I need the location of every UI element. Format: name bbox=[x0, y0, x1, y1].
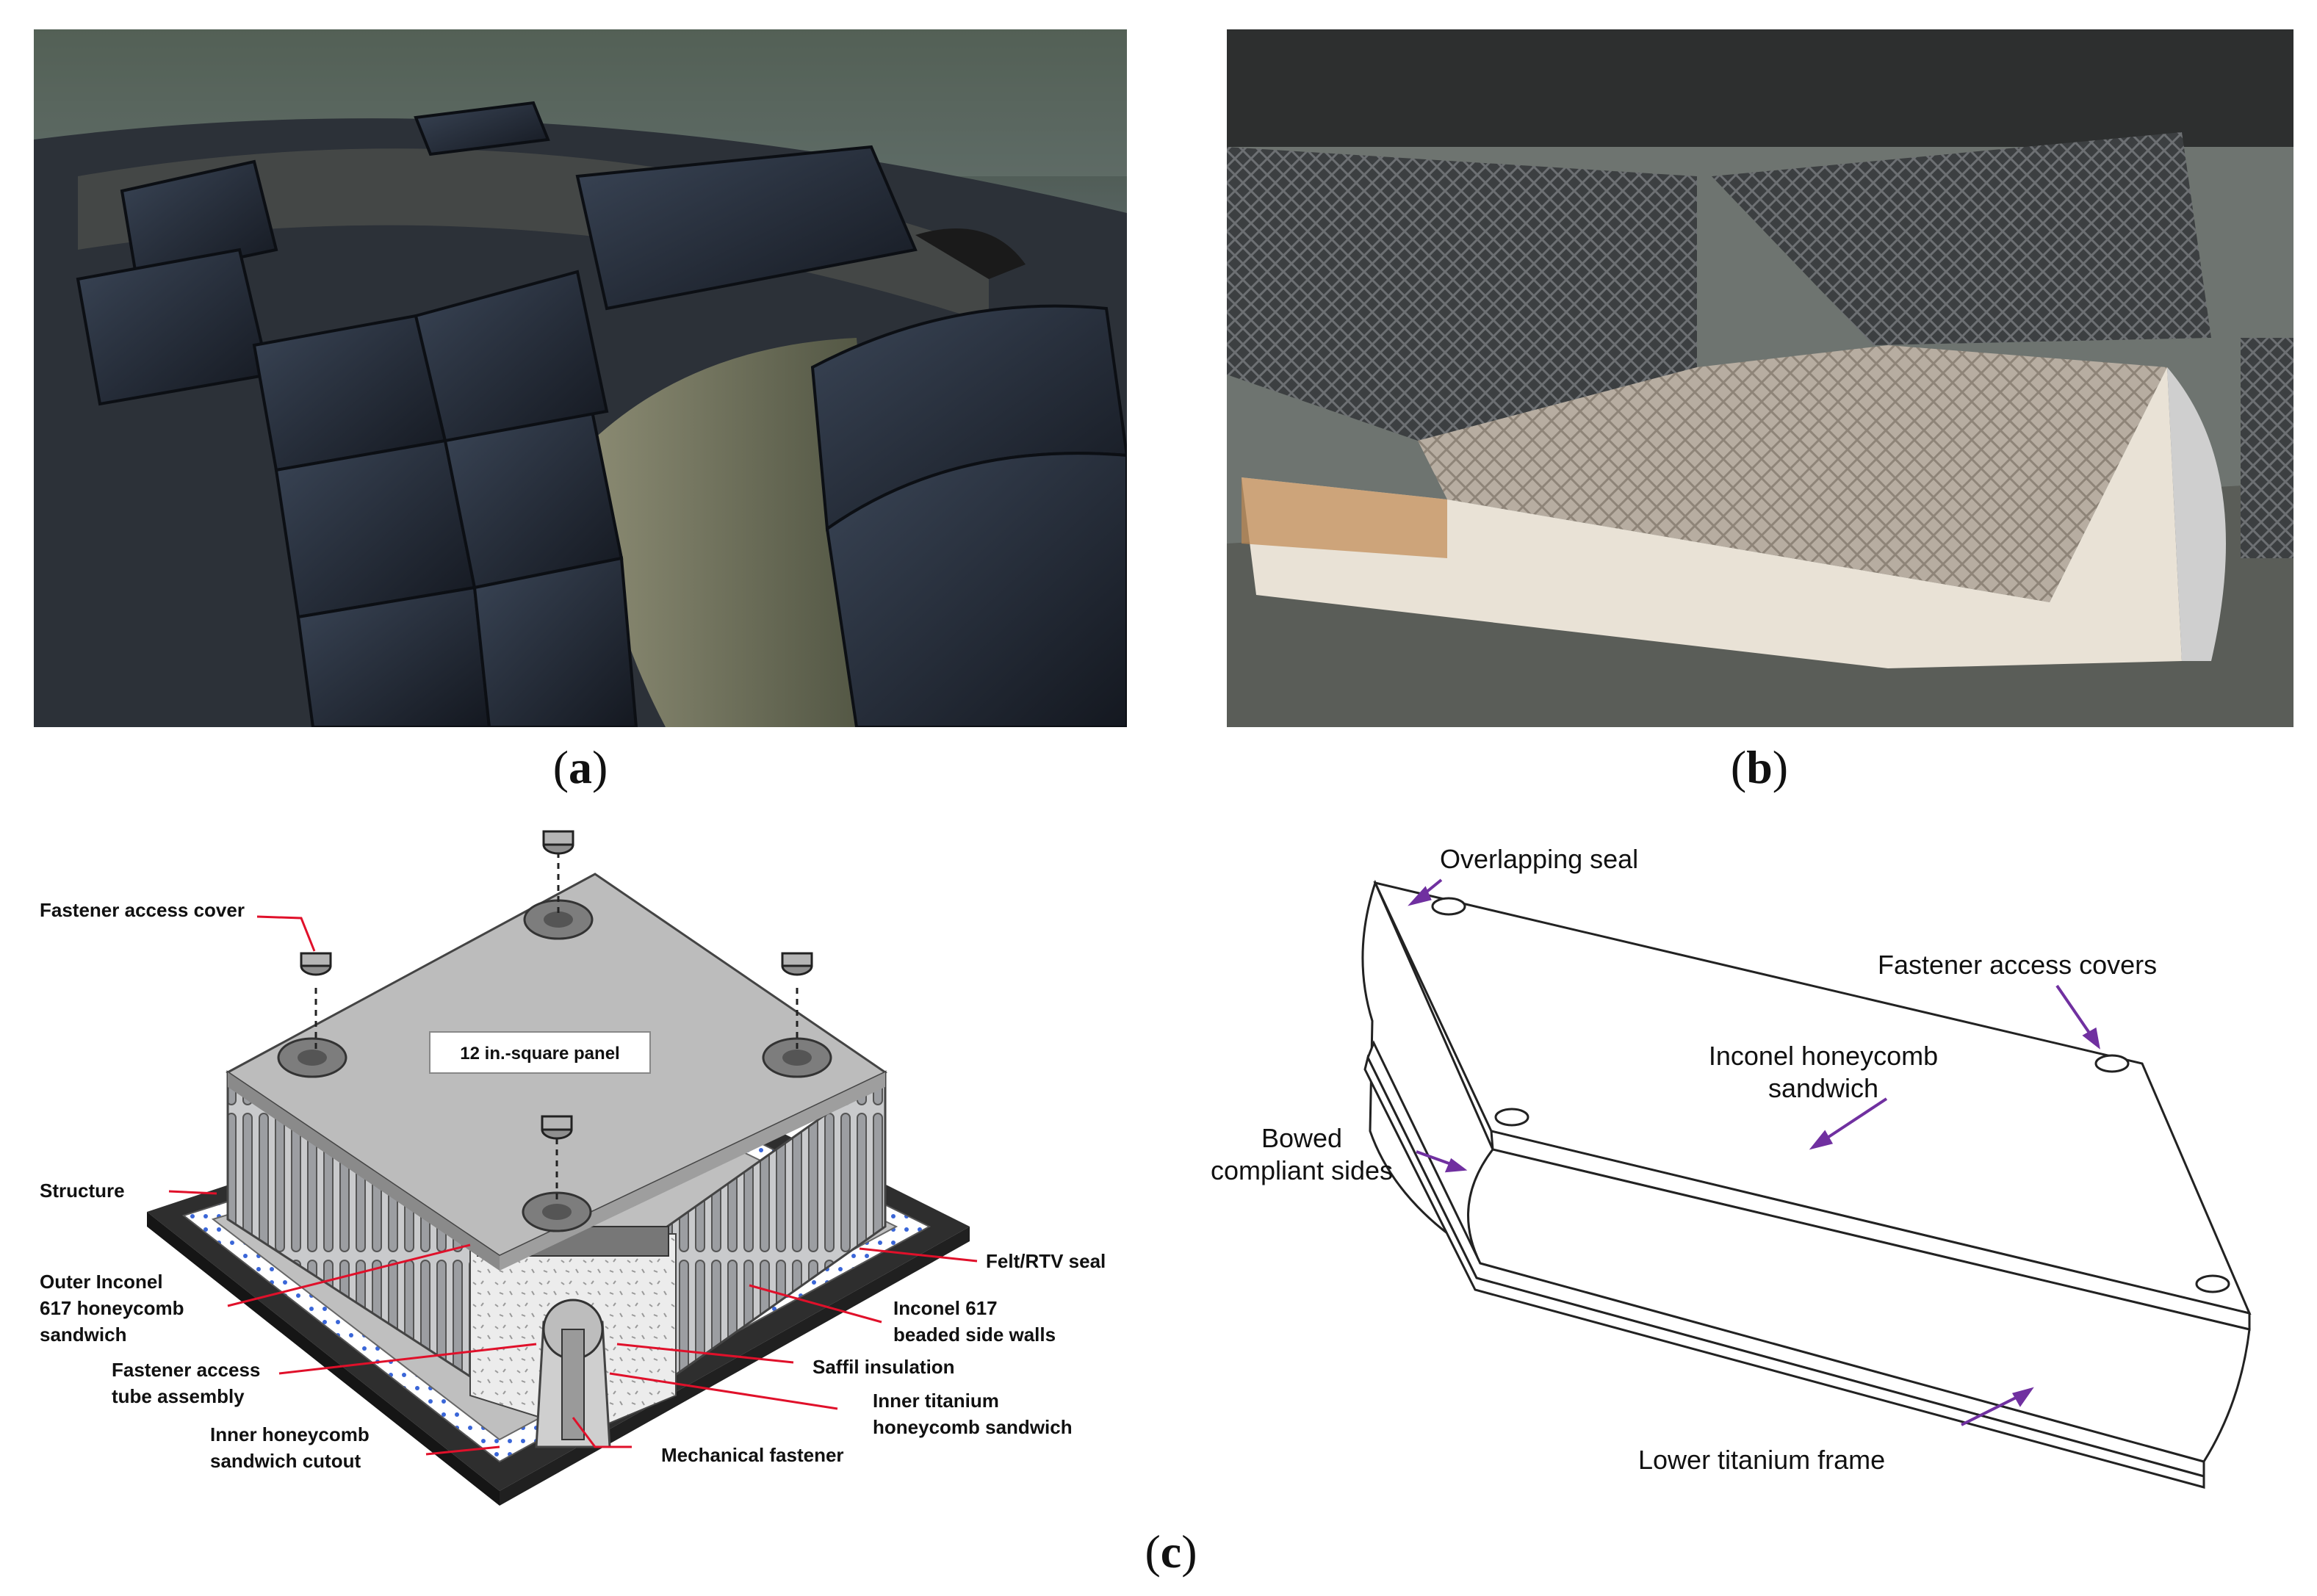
label-structure: Structure bbox=[40, 1180, 125, 1202]
callout-arrows bbox=[1408, 878, 2100, 1426]
label-outer-inconel-1: Outer Inconel bbox=[40, 1271, 163, 1293]
label-overlapping-seal: Overlapping seal bbox=[1440, 844, 1638, 874]
label-lower-frame: Lower titanium frame bbox=[1638, 1445, 1885, 1475]
top-panel-12in: 12 in.-square panel bbox=[226, 873, 887, 1271]
panel-outline bbox=[1361, 879, 2252, 1489]
label-outer-inconel-2: 617 honeycomb bbox=[40, 1297, 184, 1319]
diagram-c-right-panel-lineart: Overlapping seal Fastener access covers … bbox=[1175, 823, 2307, 1506]
label-fastener-access-covers: Fastener access covers bbox=[1878, 950, 2157, 980]
label-bowed-1: Bowed bbox=[1261, 1123, 1342, 1153]
caption-a: (a) bbox=[552, 741, 608, 793]
label-inner-titanium-2: honeycomb sandwich bbox=[873, 1416, 1073, 1438]
label-inner-titanium-1: Inner titanium bbox=[873, 1390, 999, 1412]
caption-c: (c) bbox=[1145, 1525, 1197, 1578]
label-outer-inconel-3: sandwich bbox=[40, 1324, 126, 1346]
photo-a-tps-tiles bbox=[34, 29, 1127, 727]
callout-leaders bbox=[168, 915, 978, 1456]
fastener-access-covers bbox=[300, 830, 813, 1205]
diagram-c-left-panel-assembly: 12 in.-square panel bbox=[29, 815, 1161, 1520]
label-inconel-sandwich-1: Inconel honeycomb bbox=[1709, 1041, 1938, 1071]
access-cover-holes bbox=[1431, 897, 2230, 1293]
label-bowed-2: compliant sides bbox=[1211, 1155, 1393, 1185]
photo-a-illustration bbox=[34, 29, 1127, 727]
label-fastener-access-cover: Fastener access cover bbox=[40, 899, 245, 921]
photo-b-tested-panels bbox=[1227, 29, 2293, 727]
label-beaded-walls-1: Inconel 617 bbox=[893, 1297, 998, 1319]
label-inconel-sandwich-2: sandwich bbox=[1768, 1073, 1878, 1103]
label-inner-cutout-2: sandwich cutout bbox=[210, 1450, 361, 1472]
label-fastener-tube-2: tube assembly bbox=[112, 1385, 245, 1407]
label-fastener-tube-1: Fastener access bbox=[112, 1359, 260, 1381]
label-beaded-walls-2: beaded side walls bbox=[893, 1324, 1056, 1346]
label-inner-cutout-1: Inner honeycomb bbox=[210, 1423, 370, 1445]
label-saffil: Saffil insulation bbox=[812, 1356, 955, 1378]
panel-label: 12 in.-square panel bbox=[460, 1044, 619, 1064]
label-felt-seal: Felt/RTV seal bbox=[986, 1250, 1106, 1272]
caption-b: (b) bbox=[1730, 741, 1789, 793]
photo-b-illustration bbox=[1227, 29, 2293, 727]
label-mechanical-fastener: Mechanical fastener bbox=[661, 1444, 844, 1466]
